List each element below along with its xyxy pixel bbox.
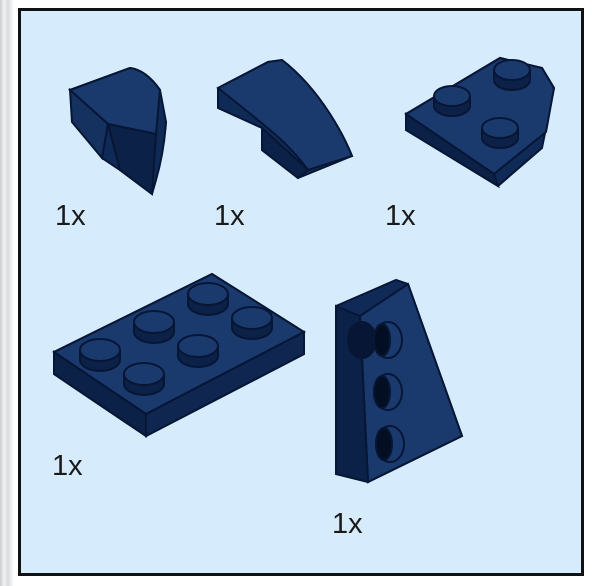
quantity-label: 1x: [52, 452, 83, 481]
brick-plate-2x4-icon: [50, 270, 310, 442]
quantity-label: 1x: [332, 510, 363, 539]
brick-wedge-plate-icon: [402, 48, 562, 198]
brick-wedge-plate-3x2-icon: [332, 276, 472, 490]
quantity-label: 1x: [214, 202, 245, 231]
page-edge-strip: [0, 0, 14, 586]
quantity-label: 1x: [385, 202, 416, 231]
quantity-label: 1x: [55, 202, 86, 231]
brick-curved-slope-corner-icon: [60, 62, 180, 202]
brick-curved-slope-icon: [212, 58, 362, 198]
